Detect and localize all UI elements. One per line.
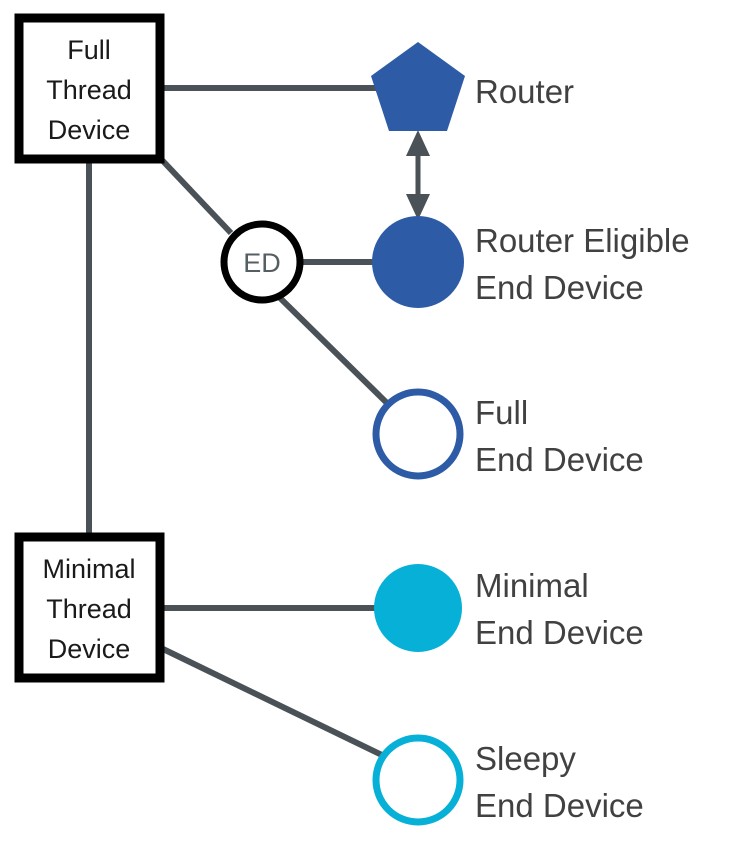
- circle-outline-cyan-icon[interactable]: [372, 734, 464, 826]
- full-thread-device-label-line2: Thread: [46, 75, 132, 105]
- circle-outline-icon[interactable]: [372, 388, 464, 480]
- arrow-head-down-icon: [406, 194, 430, 220]
- legend-labels: Router Router Eligible End Device Full E…: [475, 73, 690, 824]
- legend-label-full-end-device-line1: Full: [475, 394, 528, 431]
- connector-ftd-to-ed-hub: [158, 156, 234, 236]
- legend-label-minimal-end-device-line1: Minimal: [475, 567, 589, 604]
- legend-label-router-eligible-end-device-line1: Router Eligible: [475, 222, 690, 259]
- node-minimal-thread-device[interactable]: Minimal Thread Device: [14, 532, 165, 683]
- legend-shape-router-eligible-end-device[interactable]: [372, 216, 464, 308]
- connector-mtd-to-sleepy-end-device: [159, 645, 388, 760]
- connector-ed-hub-to-full-end-device: [274, 292, 393, 409]
- end-device-hub-label: ED: [243, 248, 281, 278]
- double-arrow-router-reed: [406, 130, 430, 220]
- node-end-device-hub[interactable]: ED: [220, 220, 304, 304]
- minimal-thread-device-label-line3: Device: [48, 634, 131, 664]
- legend-label-minimal-end-device-line2: End Device: [475, 614, 644, 651]
- minimal-thread-device-label-line2: Thread: [46, 594, 132, 624]
- legend-label-router-line1: Router: [475, 73, 574, 110]
- arrow-head-up-icon: [406, 130, 430, 156]
- legend-shape-router[interactable]: [371, 42, 465, 131]
- legend-shape-full-end-device[interactable]: [372, 388, 464, 480]
- full-thread-device-box[interactable]: [14, 13, 165, 164]
- legend-label-router-eligible-end-device-line2: End Device: [475, 269, 644, 306]
- minimal-thread-device-label-line1: Minimal: [42, 554, 135, 584]
- minimal-thread-device-box[interactable]: [14, 532, 165, 683]
- node-full-thread-device[interactable]: Full Thread Device: [14, 13, 165, 164]
- legend-label-sleepy-end-device-line1: Sleepy: [475, 740, 576, 777]
- legend-shape-sleepy-end-device[interactable]: [372, 734, 464, 826]
- legend-label-sleepy-end-device-line2: End Device: [475, 787, 644, 824]
- full-thread-device-label-line1: Full: [67, 35, 111, 65]
- circle-filled-cyan-icon[interactable]: [374, 564, 462, 652]
- circle-filled-icon[interactable]: [372, 216, 464, 308]
- full-thread-device-label-line3: Device: [48, 115, 131, 145]
- pentagon-icon[interactable]: [371, 42, 465, 131]
- connector-lines: [86, 85, 393, 760]
- end-device-hub-circle[interactable]: [220, 220, 304, 304]
- legend-label-full-end-device-line2: End Device: [475, 441, 644, 478]
- legend-shape-minimal-end-device[interactable]: [374, 564, 462, 652]
